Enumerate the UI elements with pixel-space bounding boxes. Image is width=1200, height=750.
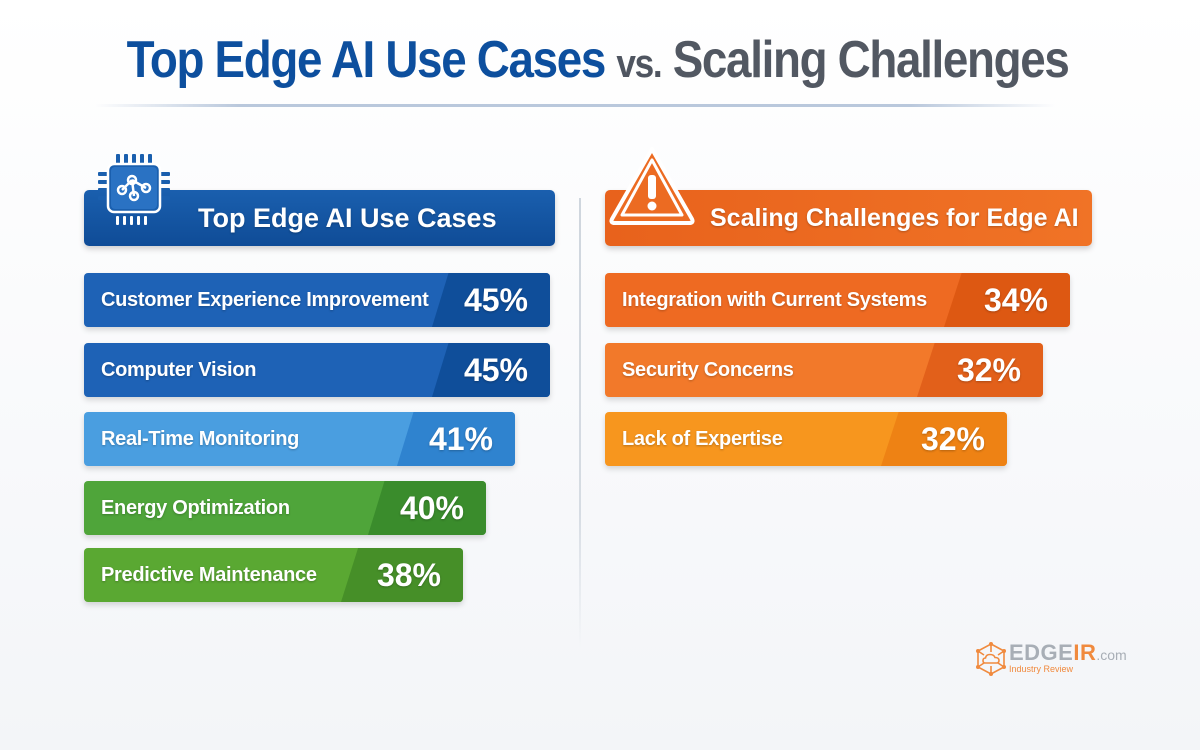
page-title: Top Edge AI Use Cases vs. Scaling Challe…	[70, 30, 1126, 90]
panel-divider	[579, 198, 581, 648]
edgeir-logo: EDGEIR.com Industry Review	[975, 640, 1135, 680]
bar-label: Predictive Maintenance	[101, 563, 317, 586]
bar-value: 38%	[376, 556, 441, 593]
network-cloud-icon	[976, 642, 1006, 676]
bar-value: 45%	[463, 351, 528, 388]
bar-label: Customer Experience Improvement	[101, 288, 429, 311]
challenges-header-label: Scaling Challenges for Edge AI	[710, 203, 1079, 232]
bar-label: Lack of Expertise	[622, 427, 783, 450]
title-vs: vs.	[616, 42, 662, 86]
ai-chip-icon	[98, 154, 170, 225]
bar-value: 32%	[956, 351, 1021, 388]
bar-value: 45%	[463, 281, 528, 318]
bar-label: Energy Optimization	[101, 496, 290, 519]
challenge-bar-integration: Integration with Current Systems 34%	[605, 273, 1070, 327]
bar-label: Computer Vision	[101, 358, 257, 381]
title-challenges: Scaling Challenges	[672, 31, 1070, 89]
challenge-bar-security: Security Concerns 32%	[605, 343, 1043, 397]
bar-value: 40%	[399, 489, 464, 526]
title-underline	[95, 104, 1055, 107]
use-cases-header: Top Edge AI Use Cases	[84, 190, 555, 246]
use-case-bar-computer-vision: Computer Vision 45%	[84, 343, 550, 397]
bar-label: Real-Time Monitoring	[101, 427, 300, 450]
challenge-bar-lack-of-expertise: Lack of Expertise 32%	[605, 412, 1007, 466]
use-case-bar-predictive-maintenance: Predictive Maintenance 38%	[84, 548, 463, 602]
bar-label: Integration with Current Systems	[622, 288, 927, 311]
logo-tagline: Industry Review	[1009, 664, 1074, 674]
bar-value: 41%	[428, 420, 493, 457]
bar-label: Security Concerns	[622, 358, 794, 381]
title-use-cases: Top Edge AI Use Cases	[126, 31, 607, 89]
warning-triangle-icon	[609, 147, 695, 225]
use-cases-header-label: Top Edge AI Use Cases	[198, 202, 497, 233]
use-case-bar-energy-optimization: Energy Optimization 40%	[84, 481, 486, 535]
bar-value: 32%	[920, 420, 985, 457]
use-case-bar-customer-experience: Customer Experience Improvement 45%	[84, 273, 550, 327]
use-case-bar-real-time-monitoring: Real-Time Monitoring 41%	[84, 412, 515, 466]
bar-value: 34%	[983, 281, 1048, 318]
logo-wordmark: EDGEIR.com	[1009, 640, 1127, 665]
